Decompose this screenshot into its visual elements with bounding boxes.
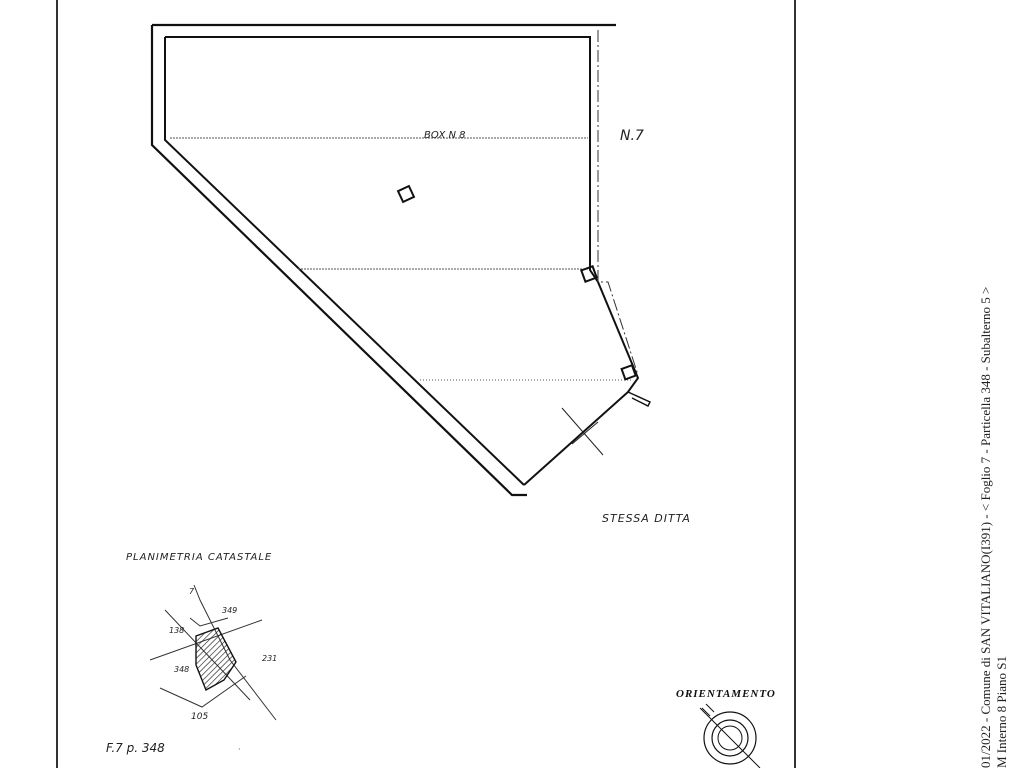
svg-text:·: · [238,745,241,754]
orientation-label: ORIENTAMENTO [676,688,776,700]
side-stamp-line-1: 01/2022 - Comune di SAN VITALIANO(I391) … [978,286,993,768]
svg-text:7: 7 [189,587,195,596]
sheet-ref: F.7 p. 348 [106,741,165,755]
outer-wall [150,23,616,497]
box-label: BOX N 8 [424,130,466,141]
side-stamp-line-2: M Interno 8 Piano S1 [994,656,1009,768]
pillar-3 [620,363,637,381]
section-cut-tick [571,421,599,445]
section-cut-line [561,407,604,456]
neighbor-label: N.7 [620,128,644,144]
compass-icon [699,703,761,768]
corner-detail [627,391,651,407]
same-owner-label: STESSA DITTA [602,512,691,525]
svg-text:349: 349 [222,606,237,615]
pillar-2 [580,265,598,283]
svg-text:138: 138 [169,626,184,635]
property-boundary [597,30,639,376]
inner-wall [164,36,640,486]
cadastral-mini-map: 7 349 138 348 231 105 [149,584,277,722]
cadastral-map-label: PLANIMETRIA CATASTALE [126,552,272,563]
pillar-1 [396,184,416,204]
svg-text:348: 348 [174,665,189,674]
svg-text:231: 231 [262,654,277,663]
parcel-348-hatched [195,627,237,691]
svg-text:105: 105 [191,712,208,722]
